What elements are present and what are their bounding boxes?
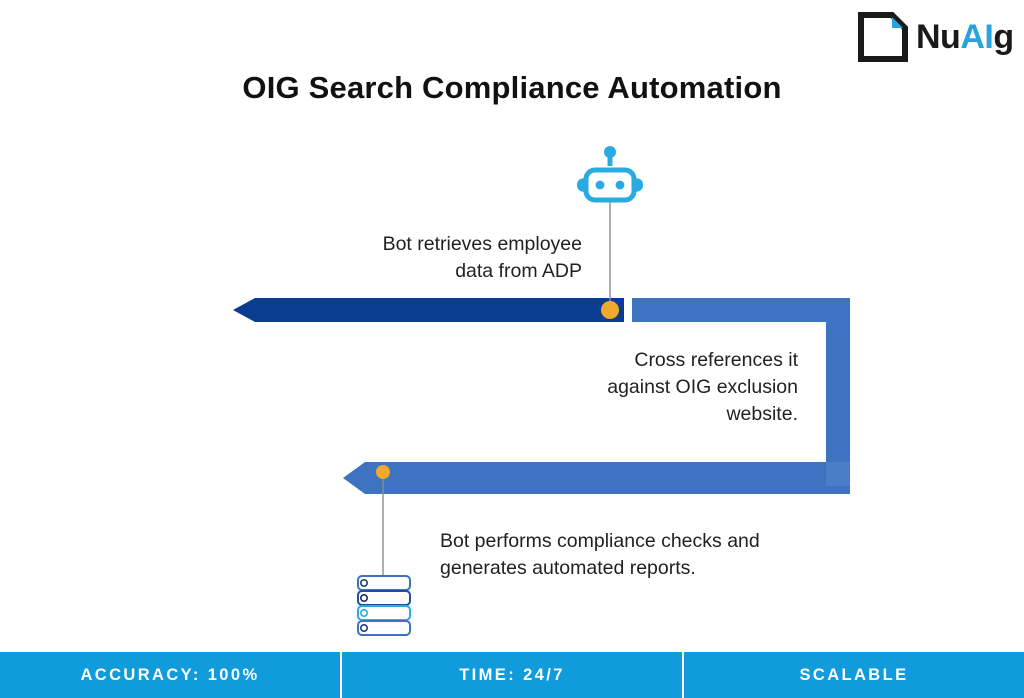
- page-title: OIG Search Compliance Automation: [242, 70, 782, 105]
- document-corner-fold-icon: [858, 12, 908, 62]
- brand-logo: NuAIg: [858, 8, 1016, 66]
- brand-name: NuAIg: [916, 20, 1014, 54]
- footer-stat-time: TIME: 24/7: [340, 652, 682, 698]
- flow-bar-step3-bottom: [343, 462, 850, 494]
- footer-stats-bar: ACCURACY: 100% TIME: 24/7 SCALABLE: [0, 652, 1024, 698]
- robot-head-icon: [577, 146, 643, 203]
- footer-stat-scalable: SCALABLE: [682, 652, 1024, 698]
- flow-corner-highlight: [826, 462, 850, 486]
- flow-bar-step2-top: [632, 298, 850, 322]
- server-stack-icon: [357, 575, 411, 636]
- flow-node-dot-step3: [376, 465, 390, 479]
- flow-node-dot-step1: [601, 301, 619, 319]
- footer-stat-accuracy: ACCURACY: 100%: [80, 665, 260, 684]
- brand-name-part1: Nu: [916, 18, 961, 56]
- brand-name-part2: AI: [960, 18, 994, 56]
- brand-name-part3: g: [993, 18, 1014, 56]
- flow-bar-step2-right: [826, 298, 850, 486]
- flow-bar-step1: [233, 298, 624, 322]
